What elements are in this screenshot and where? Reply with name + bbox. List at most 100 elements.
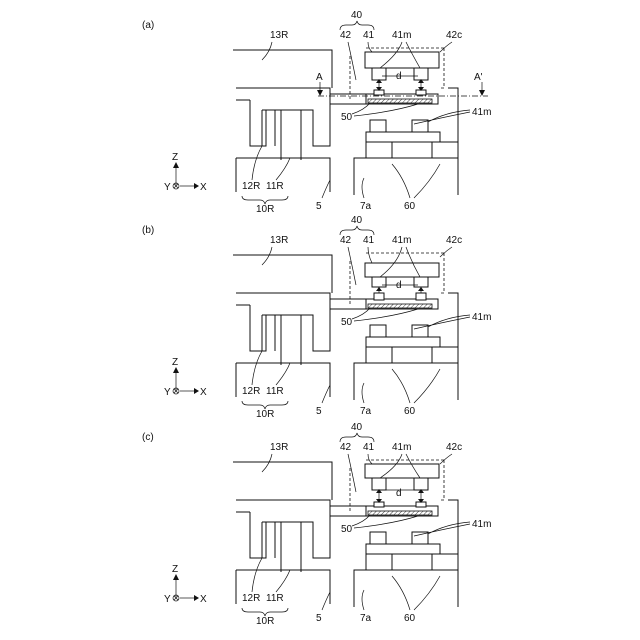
leaders [252,454,470,610]
frame-13R [233,255,332,293]
label-11R: 11R [266,181,284,192]
label-41m-top: 41m [392,235,411,246]
label-Aprime: A' [474,72,483,83]
label-50: 50 [341,317,353,328]
brace-10R [242,196,288,204]
stage-60 [366,142,458,195]
magnet-41m-lower-r [412,120,428,132]
label-11R: 11R [266,593,284,604]
label-40: 40 [351,422,363,433]
frame-13R [233,462,332,500]
strip-50 [368,304,432,308]
brace-40 [340,226,374,235]
axis-X: X [200,182,207,193]
magnet-41m-lower-l [370,325,386,337]
label-A: A [316,72,323,83]
axis-Y: Y [164,387,171,398]
axis-Y: Y [164,182,171,193]
label-40: 40 [351,10,363,21]
lower-housing [366,132,440,142]
axis-triad: Z Y X [164,564,207,605]
label-d: d [396,488,402,499]
magnet-41m-upper-l [372,277,386,287]
pad-50-r [416,293,426,300]
holder-outer [236,500,330,558]
rail-12R [262,315,275,351]
rail-12R [262,522,275,558]
label-50: 50 [341,112,353,123]
label-12R: 12R [242,593,260,604]
label-42c: 42c [446,30,462,41]
label-7a: 7a [360,201,372,212]
label-41: 41 [363,442,375,453]
label-60: 60 [404,613,416,624]
axis-Y: Y [164,594,171,605]
lower-housing [366,544,440,554]
label-13R: 13R [270,442,288,453]
section-arrow-Aprime-head [479,90,485,96]
label-10R: 10R [256,409,274,420]
label-d: d [396,71,402,82]
section-arrow-A-head [317,90,323,96]
label-7a: 7a [360,406,372,417]
label-12R: 12R [242,386,260,397]
axis-triad: Z Y X [164,357,207,398]
label-10R: 10R [256,204,274,215]
panel-tag: (a) [142,20,154,31]
label-5: 5 [316,201,322,212]
gap-arrow-l-head [376,287,382,291]
magnet-41m-lower-r [412,532,428,544]
label-41: 41 [363,30,375,41]
axis-Z: Z [172,152,178,163]
magnet-41m-upper-r [414,277,428,287]
strip-50 [368,99,432,103]
block-41-upper [365,263,439,277]
block-41-upper [365,464,439,478]
rail-11R [281,315,301,365]
label-41m-top: 41m [392,30,411,41]
label-40: 40 [351,215,363,226]
magnet-41m-upper-r [414,478,428,490]
label-7a: 7a [360,613,372,624]
label-60: 60 [404,201,416,212]
magnet-41m-upper-l [372,478,386,490]
magnet-41m-upper-l [372,68,386,80]
panel-a: (a) d [142,10,491,215]
label-5: 5 [316,406,322,417]
label-42: 42 [340,30,352,41]
axis-Z: Z [172,357,178,368]
gap-arrow-r-head [418,287,424,291]
label-42: 42 [340,235,352,246]
base-7a [354,363,366,400]
panel-c: (c) d 40 42 41 41m 42c [142,422,491,627]
holder-outer [236,293,330,351]
label-42: 42 [340,442,352,453]
stage-60 [366,554,458,607]
strip-50 [368,511,432,515]
label-42c: 42c [446,235,462,246]
rail-11R [281,522,301,572]
rail-12R [262,110,275,146]
holder-outer [236,88,330,146]
axis-X: X [200,387,207,398]
axis-X: X [200,594,207,605]
label-d: d [396,280,402,291]
brace-10R [242,608,288,616]
label-42c: 42c [446,442,462,453]
label-12R: 12R [242,181,260,192]
label-41m-side: 41m [472,312,491,323]
label-11R: 11R [266,386,284,397]
lower-housing [366,337,440,347]
panel-b: (b) d 40 42 41 41m 42c 13R 5 [142,215,491,420]
panel-tag: (b) [142,225,154,236]
brace-40 [340,433,374,442]
axis-Z: Z [172,564,178,575]
leaders [252,247,470,403]
block-41-upper [365,52,439,68]
label-50: 50 [341,524,353,535]
magnet-41m-upper-r [414,68,428,80]
label-10R: 10R [256,616,274,627]
panel-tag: (c) [142,432,154,443]
axis-triad: Z Y X [164,152,207,193]
